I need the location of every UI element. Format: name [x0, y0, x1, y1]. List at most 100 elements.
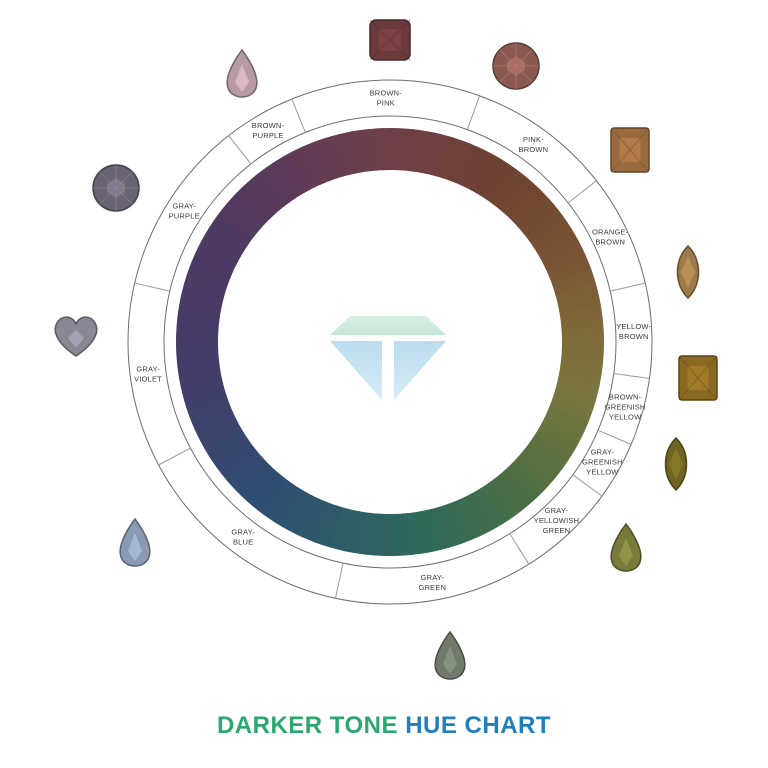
color-ring-slice — [553, 275, 597, 296]
gem-pear-icon — [610, 522, 642, 572]
color-ring-slice — [241, 182, 276, 219]
color-ring-slice — [338, 132, 356, 176]
segment-divider — [567, 180, 597, 204]
segment-label: PINK-BROWN — [519, 135, 549, 154]
color-ring-slice — [505, 182, 540, 219]
chart-title-part2: HUE CHART — [405, 712, 552, 739]
segment-label: GRAY-GREEN — [419, 573, 447, 592]
color-ring-slice — [211, 437, 251, 468]
color-ring-slice — [485, 481, 516, 521]
color-ring-slice — [541, 417, 583, 444]
color-ring-slice — [251, 473, 285, 511]
color-ring-slice — [352, 129, 367, 173]
color-ring-slice — [331, 134, 350, 177]
segment-divider — [572, 474, 603, 497]
color-ring-slice — [551, 395, 594, 417]
segment-label: GRAY-PURPLE — [169, 201, 200, 220]
segment-divider — [291, 98, 306, 133]
color-ring-slice — [201, 234, 242, 262]
color-ring-slice — [208, 221, 248, 251]
color-ring-slice — [559, 365, 602, 381]
color-ring-slice — [559, 304, 603, 319]
color-ring-slice — [454, 143, 479, 186]
color-ring-slice — [316, 138, 338, 181]
color-ring-slice — [257, 476, 289, 516]
color-ring-slice — [469, 490, 497, 532]
segment-divider — [335, 562, 344, 599]
color-ring-slice — [289, 149, 316, 191]
color-ring-slice — [178, 303, 221, 319]
color-ring-slice — [216, 442, 255, 474]
color-ring-slice — [176, 318, 220, 331]
color-ring-slice — [230, 456, 267, 491]
segment-divider — [134, 282, 170, 292]
color-ring-slice — [448, 140, 472, 183]
color-ring-slice — [513, 193, 550, 228]
color-ring-slice — [430, 507, 449, 550]
color-ring-slice — [413, 130, 429, 173]
color-ring-slice — [258, 168, 290, 207]
gem-radiant-icon — [678, 355, 718, 401]
color-ring-slice — [528, 438, 568, 469]
color-ring-slice — [188, 260, 231, 284]
color-ring-slice — [419, 131, 436, 174]
color-ring-slice — [495, 473, 528, 512]
color-ring-slice — [561, 334, 604, 344]
color-ring-slice — [431, 134, 451, 177]
color-ring-slice — [375, 128, 385, 171]
color-ring-slice — [269, 484, 299, 524]
color-ring-slice — [395, 513, 405, 556]
color-ring-slice — [197, 416, 239, 443]
gem-marquise-icon — [676, 244, 700, 300]
color-ring-slice — [309, 140, 333, 183]
color-ring-slice — [245, 469, 280, 506]
color-ring-slice — [521, 447, 559, 481]
color-ring-slice — [491, 168, 523, 208]
segment-divider — [509, 533, 530, 565]
color-ring-slice — [263, 480, 294, 520]
segment-divider — [597, 429, 632, 445]
color-ring-slice — [288, 493, 315, 535]
color-ring-slice — [183, 388, 227, 409]
color-ring-slice — [535, 428, 576, 457]
color-ring-slice — [561, 327, 604, 337]
color-ring-slice — [538, 235, 580, 263]
diamond-logo-icon — [330, 316, 446, 400]
color-ring-slice — [282, 490, 310, 531]
color-ring-slice — [476, 156, 505, 197]
color-ring-slice — [240, 465, 275, 502]
color-ring-slice — [551, 268, 594, 290]
color-ring-slice — [177, 311, 220, 325]
gem-pear-icon — [119, 517, 151, 567]
gem-round-icon — [492, 42, 540, 90]
color-ring-slice — [532, 222, 573, 252]
gemstones — [54, 19, 718, 680]
color-ring-slice — [301, 498, 326, 541]
color-ring-slice — [424, 508, 442, 552]
color-ring-slice — [179, 370, 222, 387]
segment-divider — [466, 95, 481, 130]
color-ring-slice — [236, 187, 272, 223]
color-ring-slice — [230, 192, 267, 227]
color-ring-slice — [186, 267, 229, 289]
color-ring-slice — [437, 136, 458, 179]
color-ring-slice — [329, 507, 349, 550]
color-ring-slice — [194, 247, 236, 273]
gem-round-icon — [92, 164, 140, 212]
gem-marquise-icon — [664, 436, 688, 492]
color-ring-slice — [200, 421, 242, 449]
segment-label: ORANGE-BROWN — [592, 227, 629, 246]
color-ring-slice — [541, 241, 583, 268]
color-ring-slice — [535, 228, 576, 257]
color-ring-slice — [296, 146, 321, 188]
color-ring-slice — [197, 240, 239, 267]
color-ring-slice — [204, 427, 245, 456]
color-ring-slice — [544, 248, 586, 273]
color-ring-slice — [182, 382, 225, 401]
color-ring-slice — [529, 216, 569, 247]
gem-heart-icon — [54, 316, 98, 357]
color-ring-slice — [436, 505, 457, 549]
segment-divider — [158, 447, 191, 466]
color-ring-slice — [176, 347, 219, 357]
